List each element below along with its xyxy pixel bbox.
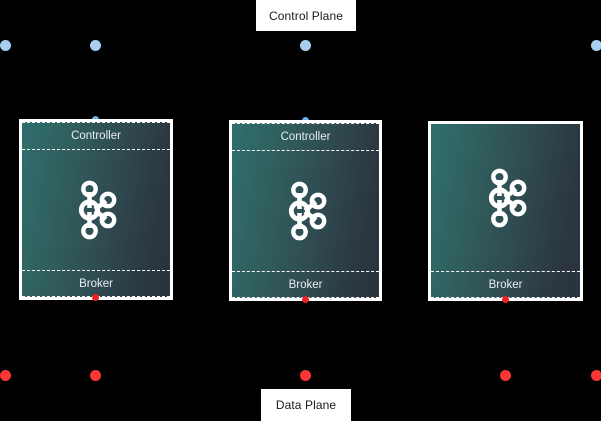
node-3-inner: Broker	[431, 124, 580, 298]
node-2-controller-section: Controller	[232, 123, 379, 151]
kafka-logo-icon	[288, 181, 326, 241]
control-plane-label: Control Plane	[256, 0, 356, 31]
node-panel-2[interactable]: Controller Broker	[229, 120, 382, 301]
node-3-broker-label: Broker	[488, 278, 523, 291]
node-panel-3[interactable]: Broker	[428, 121, 583, 301]
node-2-bottom-connector-dot[interactable]	[302, 296, 309, 303]
kafka-logo-icon	[78, 180, 117, 240]
node-panel-1[interactable]: Controller Broker	[19, 119, 173, 300]
control-plane-connector-dot-1[interactable]	[90, 40, 101, 51]
control-plane-connector-dot-2[interactable]	[300, 40, 311, 51]
node-2-controller-label: Controller	[280, 131, 331, 143]
node-2-broker-label: Broker	[288, 278, 323, 291]
node-1-broker-label: Broker	[79, 277, 113, 290]
control-plane-connector-dot-3[interactable]	[591, 40, 601, 51]
control-plane-connector-dot-0[interactable]	[0, 40, 11, 51]
node-2-broker-section: Broker	[232, 271, 379, 298]
data-plane-connector-dot-4[interactable]	[591, 370, 601, 381]
data-plane-connector-dot-0[interactable]	[0, 370, 11, 381]
data-plane-connector-dot-1[interactable]	[90, 370, 101, 381]
node-1-body	[22, 150, 170, 270]
node-1-bottom-connector-dot[interactable]	[92, 294, 99, 301]
node-2-body	[232, 151, 379, 271]
node-1-controller-section: Controller	[22, 122, 170, 150]
node-3-bottom-connector-dot[interactable]	[502, 296, 509, 303]
node-3-broker-section: Broker	[431, 271, 580, 298]
node-2-inner: Controller Broker	[232, 123, 379, 298]
node-1-controller-label: Controller	[71, 130, 121, 142]
data-plane-connector-dot-3[interactable]	[500, 370, 511, 381]
node-3-body	[431, 124, 580, 271]
data-plane-connector-dot-2[interactable]	[300, 370, 311, 381]
kafka-logo-icon	[488, 168, 526, 227]
node-1-inner: Controller Broker	[22, 122, 170, 297]
data-plane-label: Data Plane	[261, 389, 351, 421]
node-1-broker-section: Broker	[22, 270, 170, 297]
